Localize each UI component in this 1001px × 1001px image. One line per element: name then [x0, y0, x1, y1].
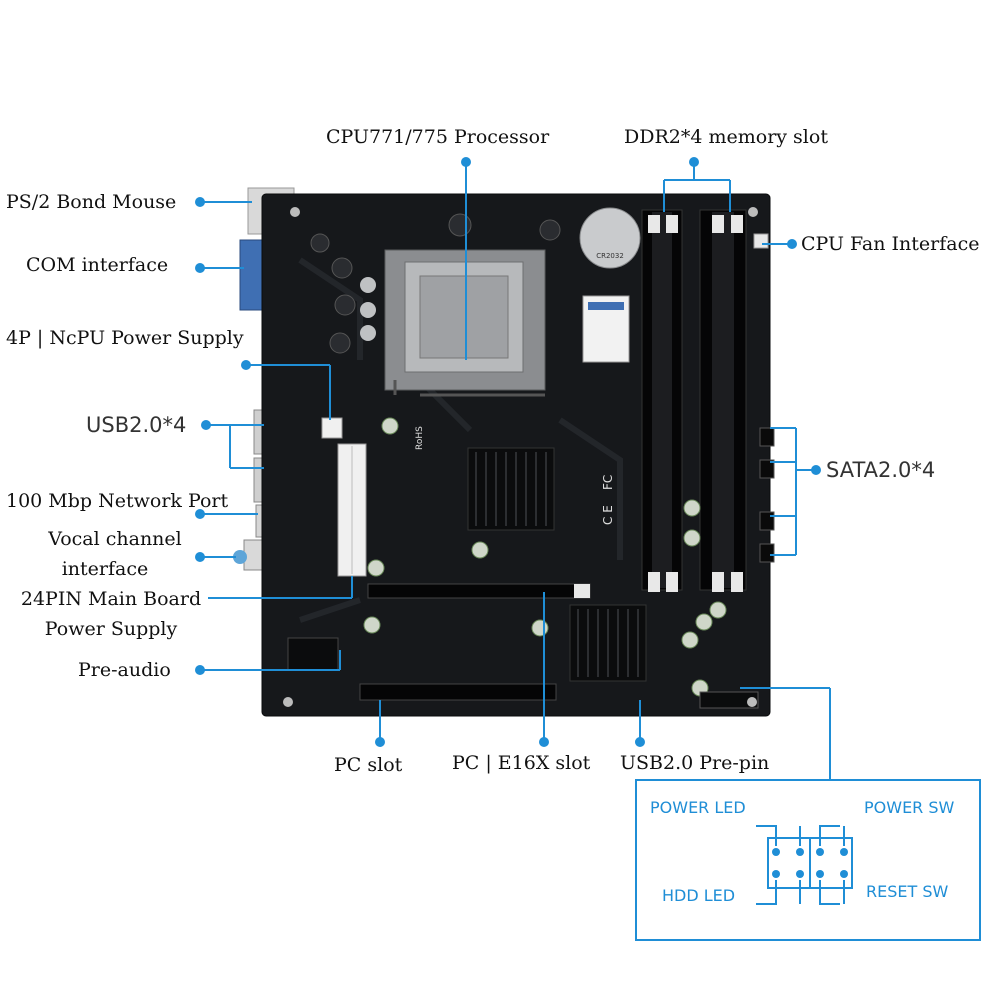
- label-hdd-led: HDD LED: [662, 886, 736, 905]
- label-main-power-1: 24PIN Main Board: [20, 588, 202, 610]
- cpu-lever: [393, 380, 545, 397]
- sata-port-2: [759, 459, 775, 479]
- sata-port-3: [759, 511, 775, 531]
- front-panel-pin-diagram: [756, 825, 853, 905]
- label-power-sw: POWER SW: [864, 798, 955, 817]
- label-com-interface: COM interface: [26, 254, 169, 276]
- sata-port-1: [759, 427, 775, 447]
- pcb-traces: [298, 257, 623, 623]
- cmos-battery: [579, 207, 641, 269]
- fc-print: FC: [601, 475, 615, 490]
- cpu-socket-pins: [419, 275, 509, 359]
- label-cpu-power: 4P | NcPU Power Supply: [6, 327, 244, 349]
- label-reset-sw: RESET SW: [866, 882, 949, 901]
- front-panel-pins: [772, 848, 848, 878]
- label-cpu-fan: CPU Fan Interface: [801, 233, 980, 255]
- front-panel-header: [699, 691, 759, 709]
- battery-print: CR2032: [596, 252, 624, 260]
- cpu-4pin: [321, 417, 343, 439]
- label-sata: SATA2.0*4: [826, 458, 936, 482]
- label-pcie-slot: PC | E16X slot: [452, 752, 591, 774]
- label-usb-pin: USB2.0 Pre-pin: [620, 752, 770, 774]
- label-cpu-processor: CPU771/775 Processor: [326, 126, 550, 148]
- label-main-power-2: Power Supply: [44, 618, 178, 640]
- label-vocal-2: interface: [61, 558, 149, 580]
- audio-codec: [287, 637, 339, 671]
- label-network-port: 100 Mbp Network Port: [6, 490, 229, 512]
- label-pc-slot: PC slot: [334, 754, 403, 776]
- label-vocal-1: Vocal channel: [48, 528, 182, 550]
- front-panel-box: [635, 779, 981, 941]
- leader-dots: [195, 157, 821, 747]
- pci-slot: [359, 683, 557, 701]
- label-usb-rear: USB2.0*4: [86, 413, 187, 437]
- audio-jack: [233, 550, 247, 564]
- cpu-fan-header: [753, 233, 769, 249]
- label-ddr2-slots: DDR2*4 memory slot: [624, 126, 828, 148]
- label-pre-audio: Pre-audio: [78, 659, 171, 681]
- label-ps2-mouse: PS/2 Bond Mouse: [6, 191, 177, 213]
- rohs-print: RoHS: [415, 426, 425, 450]
- sata-port-4: [759, 543, 775, 563]
- label-power-led: POWER LED: [650, 798, 746, 817]
- northbridge-heatsink: [467, 447, 555, 531]
- ce-print: C E: [601, 505, 615, 525]
- pcie-x16-slot: [367, 583, 591, 599]
